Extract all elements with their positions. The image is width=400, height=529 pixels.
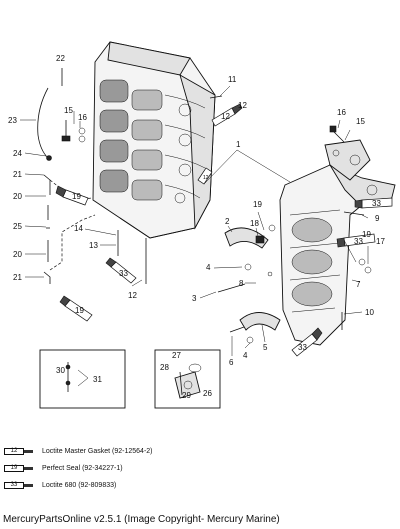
sealant-tube-12a: 12 bbox=[211, 103, 243, 127]
callout: 25 bbox=[13, 222, 22, 231]
callout: 31 bbox=[93, 375, 102, 384]
legend-text: Loctite Master Gasket (92-12564-2) bbox=[42, 448, 153, 455]
tube-label: 12 bbox=[221, 112, 230, 121]
legend-row-33: 33 Loctite 680 (92-809833) bbox=[4, 481, 116, 490]
callout: 19 bbox=[253, 200, 262, 209]
callout: 4 bbox=[243, 351, 248, 360]
detail-box-right bbox=[154, 349, 221, 409]
callout: 5 bbox=[263, 343, 268, 352]
callout: 13 bbox=[89, 241, 98, 250]
legend-code: 33 bbox=[4, 482, 24, 489]
callout: 14 bbox=[74, 224, 83, 233]
callout: 20 bbox=[13, 250, 22, 259]
sealant-tube-icon: 19 bbox=[4, 464, 36, 473]
legend-code: 12 bbox=[4, 448, 24, 455]
tube-label: 33 bbox=[354, 237, 363, 246]
callout: 15 bbox=[64, 106, 73, 115]
callout: 10 bbox=[365, 308, 374, 317]
callout: 4 bbox=[206, 263, 211, 272]
callout: 22 bbox=[56, 54, 65, 63]
legend-text: Perfect Seal (92-34227-1) bbox=[42, 465, 123, 472]
callout: 9 bbox=[375, 214, 380, 223]
sealant-tube-12b: 12 bbox=[197, 167, 213, 185]
callout: 12 bbox=[128, 291, 137, 300]
callout: 21 bbox=[13, 273, 22, 282]
legend-text: Loctite 680 (92-809833) bbox=[42, 482, 117, 489]
sealant-tube-33c: 33 bbox=[336, 233, 376, 248]
callout: 18 bbox=[250, 219, 259, 228]
sealant-tube-icon: 33 bbox=[4, 481, 36, 490]
tube-label: 33 bbox=[119, 269, 128, 278]
tube-label: 19 bbox=[75, 306, 84, 315]
cylinder-block bbox=[92, 41, 216, 239]
callout: 16 bbox=[337, 108, 346, 117]
detail-box-left bbox=[39, 349, 126, 409]
crankcase-cover bbox=[279, 139, 396, 346]
tube-label: 19 bbox=[72, 192, 81, 201]
callout: 3 bbox=[192, 294, 197, 303]
callout: 11 bbox=[228, 75, 237, 84]
callout: 15 bbox=[356, 117, 365, 126]
bearing-cap-lower bbox=[239, 312, 281, 331]
callout: 12 bbox=[238, 101, 247, 110]
sealant-tube-33b: 33 bbox=[354, 197, 393, 209]
sealant-tube-33d: 33 bbox=[291, 327, 323, 357]
tube-label: 33 bbox=[372, 199, 381, 208]
legend-row-19: 19 Perfect Seal (92-34227-1) bbox=[4, 464, 123, 473]
callout: 30 bbox=[56, 366, 65, 375]
legend-code: 19 bbox=[4, 465, 24, 472]
callout: 20 bbox=[13, 192, 22, 201]
callout: 23 bbox=[8, 116, 17, 125]
callout: 8 bbox=[239, 279, 244, 288]
callout: 2 bbox=[225, 217, 230, 226]
leader-lines bbox=[20, 85, 369, 356]
callout: 21 bbox=[13, 170, 22, 179]
tube-label: 33 bbox=[298, 343, 307, 352]
callout: 6 bbox=[229, 358, 234, 367]
tube-label: 12 bbox=[203, 175, 209, 181]
copyright-footer: MercuryPartsOnline v2.5.1 (Image Copyrig… bbox=[3, 514, 280, 525]
sealant-tube-19b: 19 bbox=[59, 295, 93, 322]
callout: 29 bbox=[182, 391, 191, 400]
sealant-tube-19a: 19 bbox=[55, 185, 89, 206]
callout: 24 bbox=[13, 149, 22, 158]
fasteners bbox=[61, 68, 372, 344]
callout: 16 bbox=[78, 113, 87, 122]
legend-row-12: 12 Loctite Master Gasket (92-12564-2) bbox=[4, 447, 153, 456]
callout: 7 bbox=[356, 280, 361, 289]
sealant-tube-33a: 33 bbox=[105, 257, 137, 284]
callout: 27 bbox=[172, 351, 181, 360]
callout: 28 bbox=[160, 363, 169, 372]
sealant-tube-icon: 12 bbox=[4, 447, 36, 456]
callout: 1 bbox=[236, 140, 241, 149]
callout: 26 bbox=[203, 389, 212, 398]
callout: 19 bbox=[362, 230, 371, 239]
callout-numbers: 22 23 15 16 24 21 20 25 20 21 11 12 1 14… bbox=[8, 54, 385, 400]
callout: 17 bbox=[376, 237, 385, 246]
